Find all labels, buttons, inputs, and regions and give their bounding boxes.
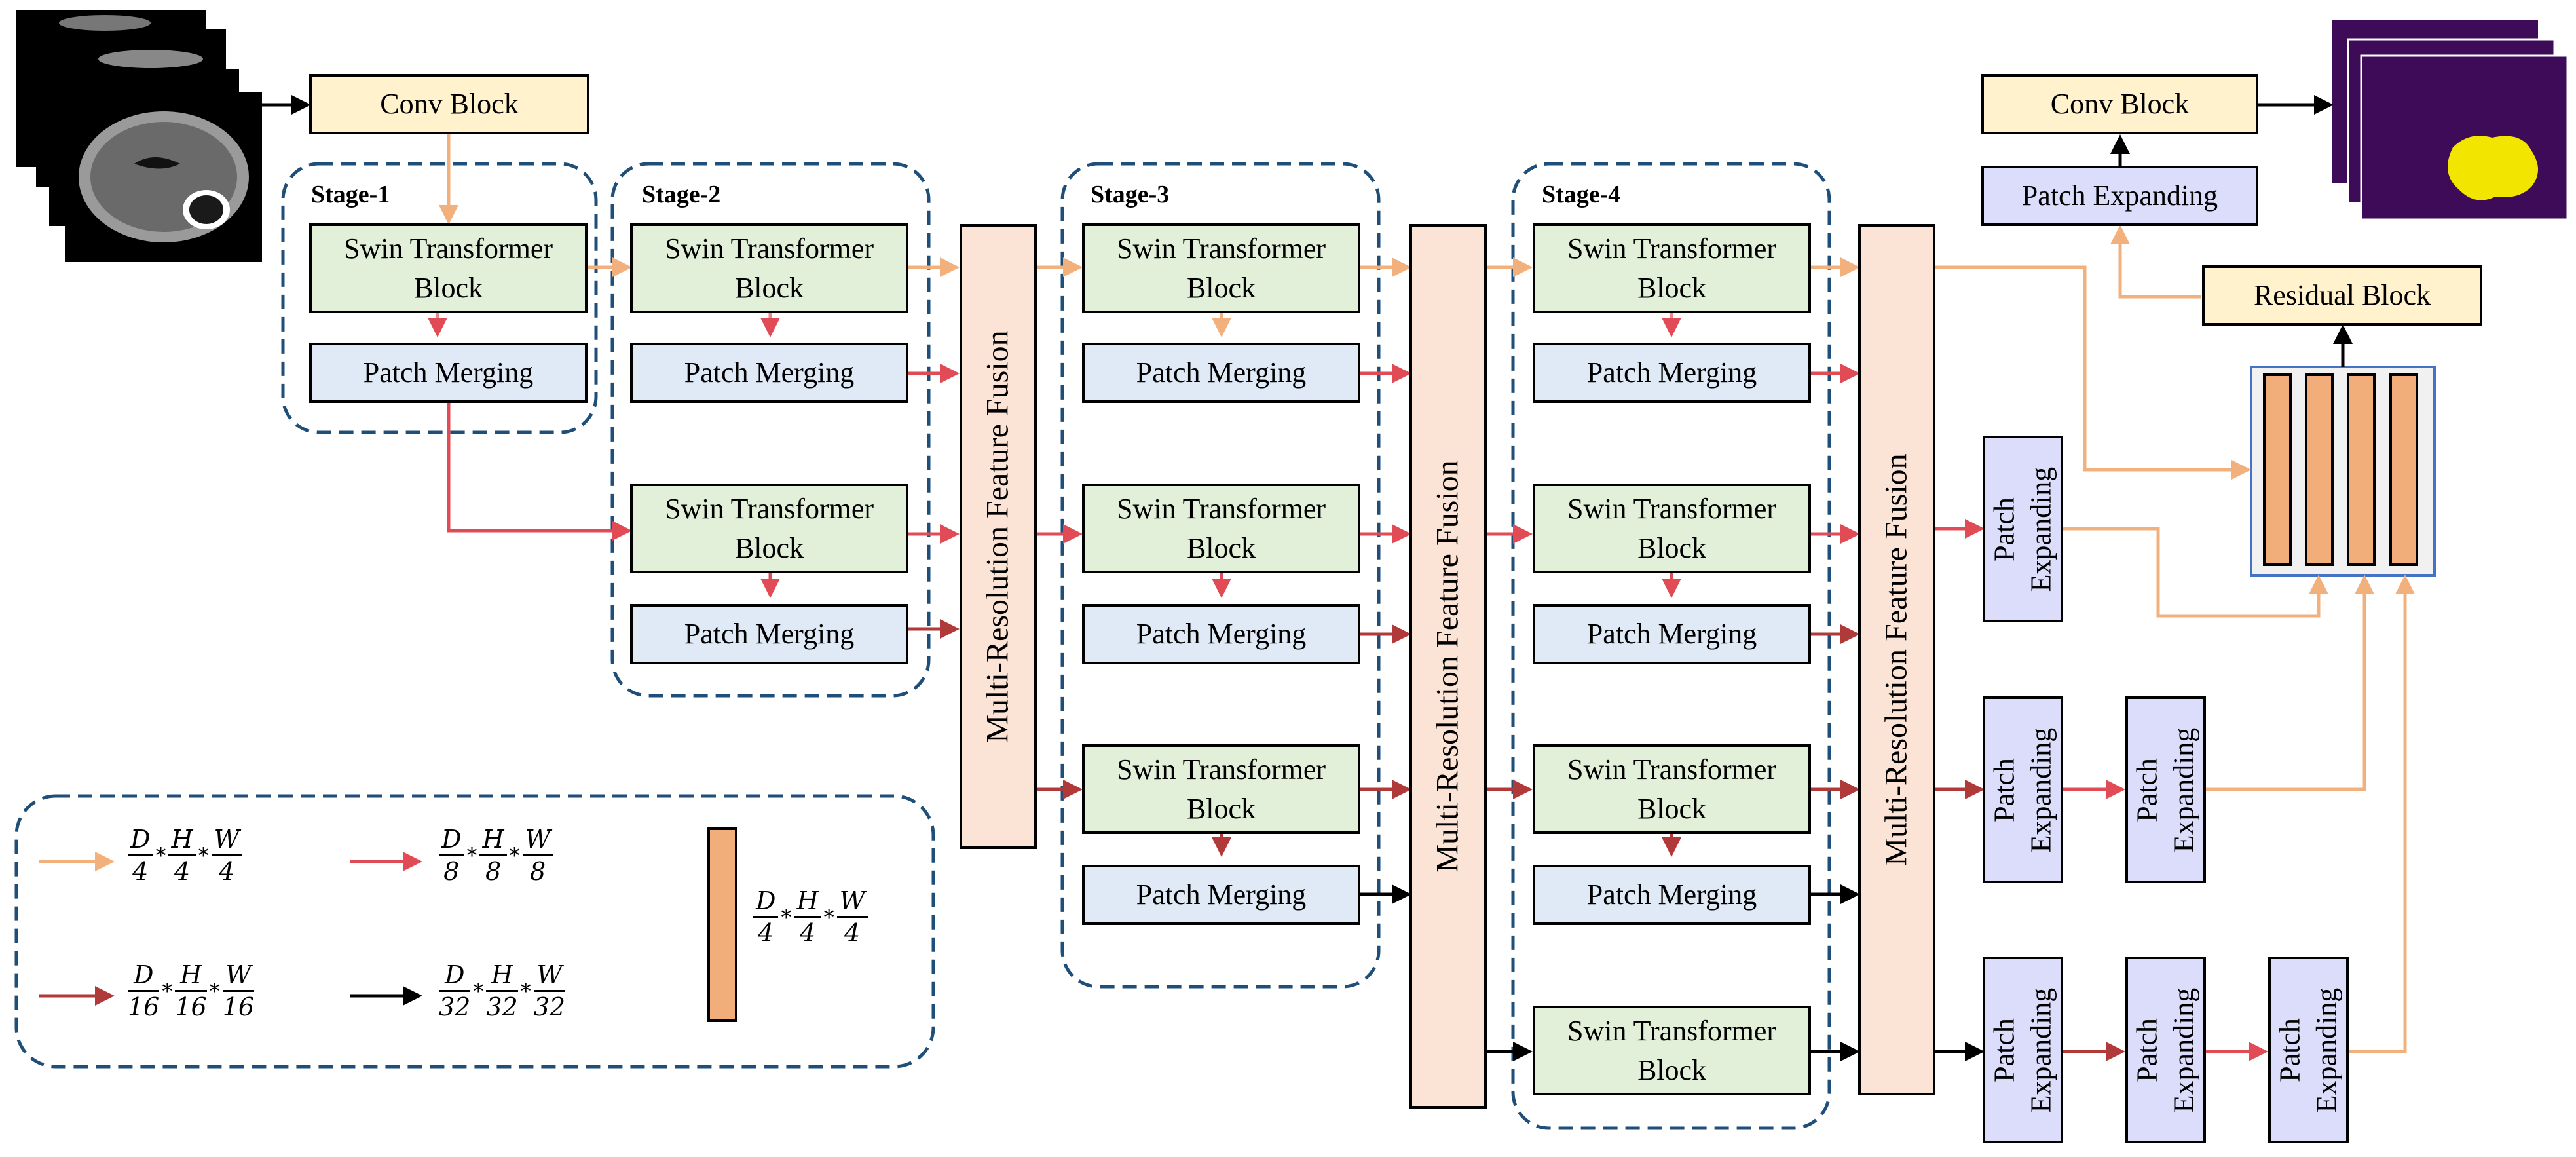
stage4-patch-merging-3: Patch Merging [1533,865,1811,925]
swin-label-line1: Swin Transformer [343,232,553,265]
residual-block: Residual Block [2202,265,2482,326]
swin-label-line1: Swin Transformer [664,492,874,525]
stage3-patch-merging-3: Patch Merging [1082,865,1360,925]
pexp-label-line1: Patch [2131,757,2163,822]
pexp-label-line1: Patch [1988,497,2021,561]
stage4-swin-block-1: Swin Transformer Block [1533,223,1811,313]
mri-input-stack [16,10,262,262]
stage1-patch-merging: Patch Merging [309,343,588,403]
stage3-patch-merging-2: Patch Merging [1082,604,1360,664]
pexp-label-line2: Expanding [2025,987,2057,1112]
feature-bars [2263,373,2418,566]
stage1-swin-block: Swin Transformer Block [309,223,588,313]
pexp-label-line1: Patch [2273,1017,2306,1082]
pexp-label-line1: Patch [1988,1017,2021,1082]
pexp-label-line2: Expanding [2025,727,2057,852]
swin-label-line2: Block [1637,792,1707,825]
stage4-swin-block-4: Swin Transformer Block [1533,1006,1811,1095]
fusion-label: Multi-Resolution Feature Fusion [1879,453,1914,866]
swin-label-line2: Block [1637,1053,1707,1086]
stage4-swin-block-2: Swin Transformer Block [1533,484,1811,573]
stage4-patch-merging-2: Patch Merging [1533,604,1811,664]
swin-label-line2: Block [413,271,483,304]
stage1-label: Stage-1 [311,181,390,208]
stage4-label: Stage-4 [1542,181,1621,208]
swin-label-line2: Block [734,531,804,564]
stage2-patch-merging-2: Patch Merging [630,604,908,664]
legend-frame [14,794,935,1069]
stage2-swin-block-1: Swin Transformer Block [630,223,908,313]
output-conv-block: Conv Block [1981,74,2258,134]
multi-resolution-fusion-2: Multi-Resolution Feature Fusion [1409,224,1487,1109]
swin-label-line2: Block [1186,531,1256,564]
fusion-label: Multi-Resolution Feature Fusion [1430,460,1466,873]
swin-label-line1: Swin Transformer [1567,232,1777,265]
stage4-swin-block-3: Swin Transformer Block [1533,744,1811,834]
pexp-label-line1: Patch [1988,757,2021,822]
output-patch-expanding: Patch Expanding [1981,166,2258,226]
swin-label-line1: Swin Transformer [1567,753,1777,786]
swin-label-line2: Block [1186,792,1256,825]
stage-frames [281,162,1831,1130]
stage3-swin-block-1: Swin Transformer Block [1082,223,1360,313]
stage2-patch-merging-1: Patch Merging [630,343,908,403]
swin-label-line1: Swin Transformer [1116,753,1326,786]
segmentation-output-stack [2332,20,2569,221]
stage3-swin-block-2: Swin Transformer Block [1082,484,1360,573]
swin-label-line2: Block [734,271,804,304]
swin-label-line1: Swin Transformer [1567,1014,1777,1047]
stage3-swin-block-3: Swin Transformer Block [1082,744,1360,834]
swin-label-line1: Swin Transformer [1116,492,1326,525]
pexp-label-line1: Patch [2131,1017,2163,1082]
swin-label-line1: Swin Transformer [1116,232,1326,265]
legend-feature-bar [707,827,737,1022]
pexp-label-line2: Expanding [2167,727,2200,852]
fusion-label: Multi-Resolution Feature Fusion [980,330,1016,743]
swin-label-line2: Block [1637,531,1707,564]
pexp-label-line2: Expanding [2167,987,2200,1112]
pexp-label-line2: Expanding [2025,466,2057,592]
stage3-label: Stage-3 [1091,181,1170,208]
multi-resolution-fusion-3: Multi-Resolution Feature Fusion [1858,224,1935,1095]
input-conv-block: Conv Block [309,74,589,134]
swin-label-line2: Block [1637,271,1707,304]
stage3-patch-merging-1: Patch Merging [1082,343,1360,403]
multi-resolution-fusion-1: Multi-Resolution Feature Fusion [960,224,1037,849]
swin-label-line1: Swin Transformer [1567,492,1777,525]
stage2-label: Stage-2 [642,181,721,208]
swin-label-line1: Swin Transformer [664,232,874,265]
pexp-label-line2: Expanding [2310,987,2343,1112]
stage4-patch-merging-1: Patch Merging [1533,343,1811,403]
swin-label-line2: Block [1186,271,1256,304]
stage2-swin-block-2: Swin Transformer Block [630,484,908,573]
